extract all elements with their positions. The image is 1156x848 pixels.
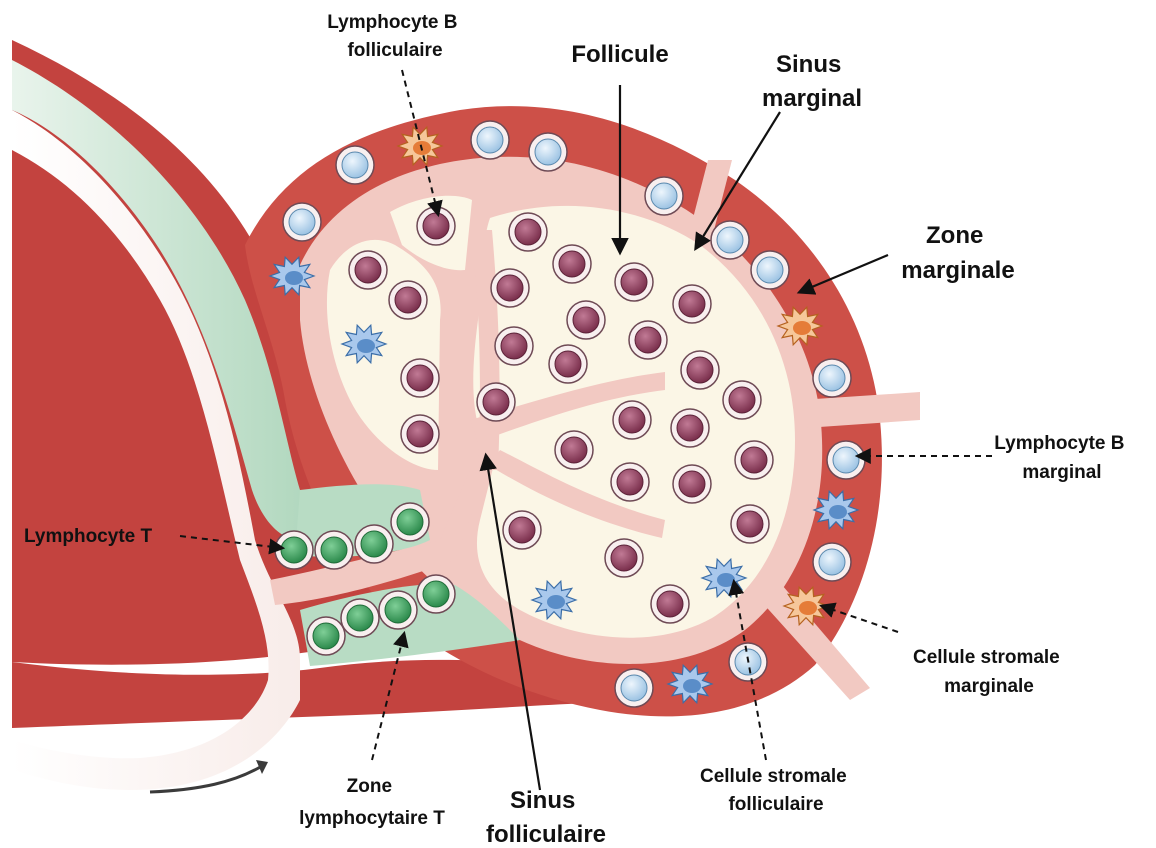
follicular-b-cell xyxy=(389,281,427,319)
label-stromale-follic: Cellule stromale folliculaire xyxy=(700,766,852,815)
follicular-b-cell xyxy=(553,245,591,283)
follicular-b-cell xyxy=(605,539,643,577)
marginal-b-cell xyxy=(615,669,653,707)
follicular-b-cell xyxy=(613,401,651,439)
label-lymphocyte-b-follic: Lymphocyte B folliculaire xyxy=(327,12,463,61)
follicular-b-cell xyxy=(349,251,387,289)
t-cell xyxy=(417,575,455,613)
marginal-b-cell xyxy=(827,441,865,479)
follicular-b-cell xyxy=(491,269,529,307)
marginal-b-cell xyxy=(529,133,567,171)
label-sinus-marginal: Sinus marginal xyxy=(762,51,862,112)
marginal-b-cell xyxy=(711,221,749,259)
follicular-b-cell xyxy=(495,327,533,365)
follicular-b-cell xyxy=(477,383,515,421)
marginal-b-cell xyxy=(471,121,509,159)
t-cell xyxy=(379,591,417,629)
t-cell xyxy=(275,531,313,569)
follicular-b-cell xyxy=(673,465,711,503)
follicular-b-cell xyxy=(611,463,649,501)
follicular-b-cell xyxy=(555,431,593,469)
follicular-b-cell xyxy=(417,207,455,245)
t-cell xyxy=(315,531,353,569)
label-stromale-marg: Cellule stromale marginale xyxy=(913,647,1065,697)
label-lymphocyte-t: Lymphocyte T xyxy=(24,526,152,547)
follicular-b-cell xyxy=(401,415,439,453)
follicular-b-cell xyxy=(673,285,711,323)
follicular-b-cell xyxy=(503,511,541,549)
follicular-b-cell xyxy=(401,359,439,397)
label-sinus-folliculaire: Sinus folliculaire xyxy=(486,787,606,848)
follicular-b-cell xyxy=(735,441,773,479)
label-zone-marginale: Zone marginale xyxy=(901,222,1014,284)
t-cell xyxy=(355,525,393,563)
follicular-b-cell xyxy=(681,351,719,389)
marginal-b-cell xyxy=(336,146,374,184)
label-lymphocyte-b-marg: Lymphocyte B marginal xyxy=(994,433,1130,483)
t-cell xyxy=(391,503,429,541)
marginal-b-cell xyxy=(645,177,683,215)
follicular-b-cell xyxy=(651,585,689,623)
follicular-b-cell xyxy=(615,263,653,301)
marginal-b-cell xyxy=(283,203,321,241)
follicular-b-cell xyxy=(567,301,605,339)
t-cell xyxy=(341,599,379,637)
label-follicule: Follicule xyxy=(571,41,668,68)
label-zone-t: Zone lymphocytaire T xyxy=(299,776,445,829)
follicular-b-cell xyxy=(629,321,667,359)
marginal-b-cell xyxy=(813,543,851,581)
follicular-b-cell xyxy=(509,213,547,251)
follicular-b-cell xyxy=(731,505,769,543)
follicular-b-cell xyxy=(549,345,587,383)
t-cell xyxy=(307,617,345,655)
marginal-b-cell xyxy=(813,359,851,397)
marginal-b-cell xyxy=(751,251,789,289)
follicular-b-cell xyxy=(723,381,761,419)
follicular-b-cell xyxy=(671,409,709,447)
